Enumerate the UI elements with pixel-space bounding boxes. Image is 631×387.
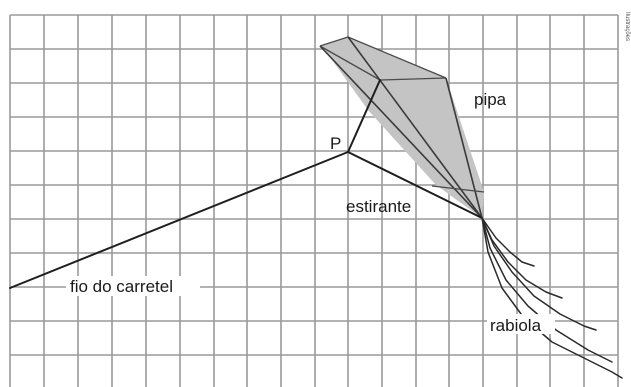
strings bbox=[9, 79, 483, 289]
reel-line-label: fio do carretel bbox=[70, 277, 173, 296]
illustration-credit: Ilustrações bbox=[624, 12, 630, 41]
tail bbox=[481, 217, 623, 379]
bridle-lower-line bbox=[347, 151, 483, 219]
point-p-label: P bbox=[330, 134, 341, 153]
reel-line bbox=[9, 151, 349, 289]
kite-shaded-face bbox=[322, 37, 484, 218]
tail-label: rabiola bbox=[490, 316, 542, 335]
kite-cross-spar bbox=[431, 185, 485, 193]
kite-left-edge bbox=[319, 45, 483, 219]
tail-strand-4 bbox=[481, 217, 613, 363]
tail-strand-1 bbox=[481, 217, 535, 267]
bridle-upper-line bbox=[347, 79, 381, 153]
tail-label-bg bbox=[487, 314, 555, 334]
bridle-label: estirante bbox=[346, 197, 411, 216]
kite bbox=[319, 36, 485, 219]
kite-spine bbox=[347, 36, 483, 219]
kite-right-edge bbox=[445, 77, 483, 219]
tail-strand-3 bbox=[481, 217, 597, 331]
kite-label: pipa bbox=[474, 90, 507, 109]
tail-strand-5 bbox=[481, 217, 623, 379]
reel-line-label-bg bbox=[66, 276, 200, 296]
